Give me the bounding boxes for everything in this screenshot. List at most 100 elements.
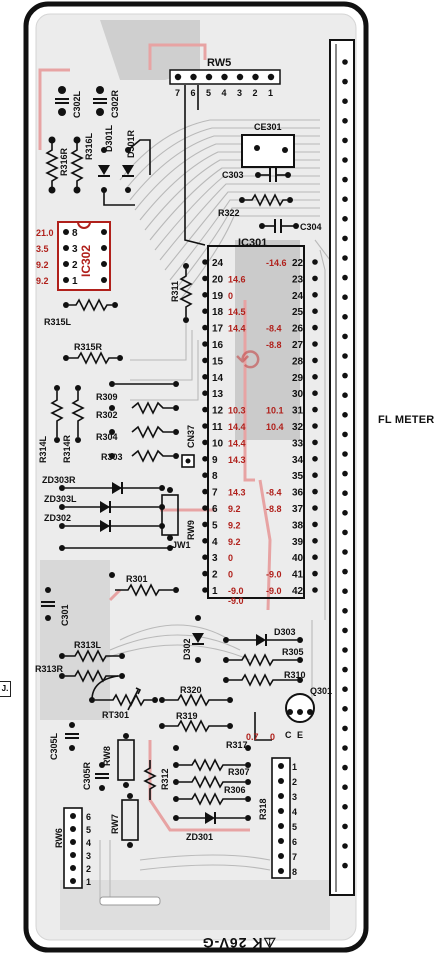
fl-meter-pin bbox=[342, 353, 348, 359]
ic301-pin-number: 20 bbox=[212, 274, 224, 285]
fl-meter-pin bbox=[342, 725, 348, 732]
ce301-label: CE301 bbox=[254, 122, 282, 132]
ic301-pin bbox=[312, 488, 318, 495]
d301l-label: D301L bbox=[104, 124, 114, 152]
r318-pin bbox=[278, 838, 284, 844]
c302r-label: C302R bbox=[110, 89, 120, 118]
ic301-pin-number: 23 bbox=[292, 274, 304, 285]
ic301-pin bbox=[202, 554, 208, 560]
q301-volt-2: 0 bbox=[270, 732, 275, 742]
rw6-pin bbox=[70, 878, 76, 884]
ic301-pin bbox=[202, 275, 208, 282]
ic301-pin-number: 42 bbox=[292, 586, 304, 597]
ic301-pin bbox=[312, 357, 318, 364]
ic301-pin bbox=[312, 292, 318, 298]
rw5-pin bbox=[236, 73, 244, 81]
r318-pin bbox=[278, 823, 284, 829]
svg-text:⟲: ⟲ bbox=[235, 344, 260, 377]
fl-meter-pin bbox=[342, 157, 348, 163]
c302l-label: C302L bbox=[72, 90, 82, 118]
ic302-pin bbox=[63, 261, 69, 267]
board-slot bbox=[99, 896, 161, 906]
r313-resistors: R313L R313R bbox=[35, 640, 125, 683]
rw6-pin bbox=[70, 839, 76, 845]
ic301-pin bbox=[202, 570, 208, 577]
fl-meter-pin bbox=[342, 706, 348, 712]
rw6-pin-number: 3 bbox=[86, 851, 91, 861]
ic301-pin bbox=[202, 423, 208, 429]
fl-meter-pin bbox=[342, 176, 348, 183]
c301-label: C301 bbox=[60, 604, 70, 626]
jw1-label: JW1 bbox=[172, 540, 191, 550]
ic301-pin bbox=[202, 292, 208, 298]
ic301-pin-number: 22 bbox=[292, 258, 304, 269]
fl-meter-connector bbox=[329, 39, 355, 896]
ic301-pin-number: 36 bbox=[292, 488, 304, 499]
r318-pin bbox=[278, 853, 284, 859]
copper-zone-bottom bbox=[60, 880, 330, 930]
c303-label: C303 bbox=[222, 170, 244, 180]
c302l-capacitor: C302L bbox=[55, 86, 82, 118]
r314r-label: R314R bbox=[62, 434, 72, 463]
r307-label: R307 bbox=[228, 767, 250, 777]
ic301-pin-number: 26 bbox=[292, 324, 304, 335]
zener-diodes: ZD303R ZD303L ZD302 bbox=[42, 475, 165, 532]
ic301-pin bbox=[312, 538, 318, 544]
zd303l-label: ZD303L bbox=[44, 494, 77, 504]
ic301-pin-number: 33 bbox=[292, 438, 304, 449]
ic301-pin-number: 37 bbox=[292, 504, 304, 515]
fl-meter-pin bbox=[342, 118, 348, 124]
rw6-pin-number: 6 bbox=[86, 812, 91, 822]
ic301-pin bbox=[312, 439, 318, 446]
q301-volt-1: 0.7 bbox=[246, 732, 259, 742]
r314-resistors: R314L R314R bbox=[38, 385, 85, 463]
ic302-voltage: 21.0 bbox=[36, 228, 54, 238]
ic301-pin bbox=[312, 587, 318, 593]
copper-zone-mid bbox=[235, 240, 300, 440]
r318-pin bbox=[278, 793, 284, 799]
ic301-pin bbox=[312, 423, 318, 429]
ic301-pin bbox=[202, 505, 208, 511]
r318-pin-number: 5 bbox=[292, 822, 297, 832]
fl-meter-pin bbox=[342, 764, 348, 771]
ic301-pin bbox=[312, 341, 318, 347]
r309-label: R309 bbox=[96, 392, 118, 402]
fl-meter-pin bbox=[342, 216, 348, 222]
ic301-pin-number: 34 bbox=[292, 455, 304, 466]
r314l-label: R314L bbox=[38, 435, 48, 463]
c301-capacitor: C301 bbox=[41, 587, 70, 626]
fl-meter-pin bbox=[342, 627, 348, 634]
grey-traces bbox=[99, 119, 331, 900]
c305r-label: C305R bbox=[82, 761, 92, 790]
ic301-pin bbox=[202, 357, 208, 364]
q301-label: Q301 bbox=[310, 686, 332, 696]
ic301-voltage: 14.4 bbox=[228, 422, 246, 432]
fl-meter-pin bbox=[342, 372, 348, 379]
d302-diode: D302 bbox=[182, 615, 204, 663]
side-marker: J. bbox=[0, 681, 11, 697]
q301-pin-e: E bbox=[297, 730, 303, 740]
ic301-chip: IC301 242019181716151413121110987654321 … bbox=[202, 237, 318, 606]
fl-meter-pin bbox=[342, 745, 348, 751]
r322-resistor: R322 bbox=[218, 193, 293, 218]
zd301-label: ZD301 bbox=[186, 832, 213, 842]
ic301-pin bbox=[312, 308, 318, 315]
r322-label: R322 bbox=[218, 208, 240, 218]
ic301-pin bbox=[202, 472, 208, 479]
rw6-pin bbox=[70, 826, 76, 832]
ic301-pin-number: 39 bbox=[292, 537, 304, 548]
ic301-voltage: 14.4 bbox=[228, 438, 246, 448]
zd301-zener: ZD301 bbox=[173, 812, 251, 842]
ic301-pin bbox=[312, 554, 318, 560]
rw5-pin bbox=[221, 73, 228, 81]
ic302-pin-number: 2 bbox=[72, 260, 78, 271]
r311-label: R311 bbox=[170, 281, 180, 302]
rt301-label: RT301 bbox=[102, 710, 129, 720]
ic301-voltage: -9.0 bbox=[266, 586, 282, 596]
ic301-voltage: 0 bbox=[228, 291, 233, 301]
c305r-capacitor: C305R bbox=[82, 761, 109, 791]
rw5-pin-number: 2 bbox=[253, 88, 258, 98]
